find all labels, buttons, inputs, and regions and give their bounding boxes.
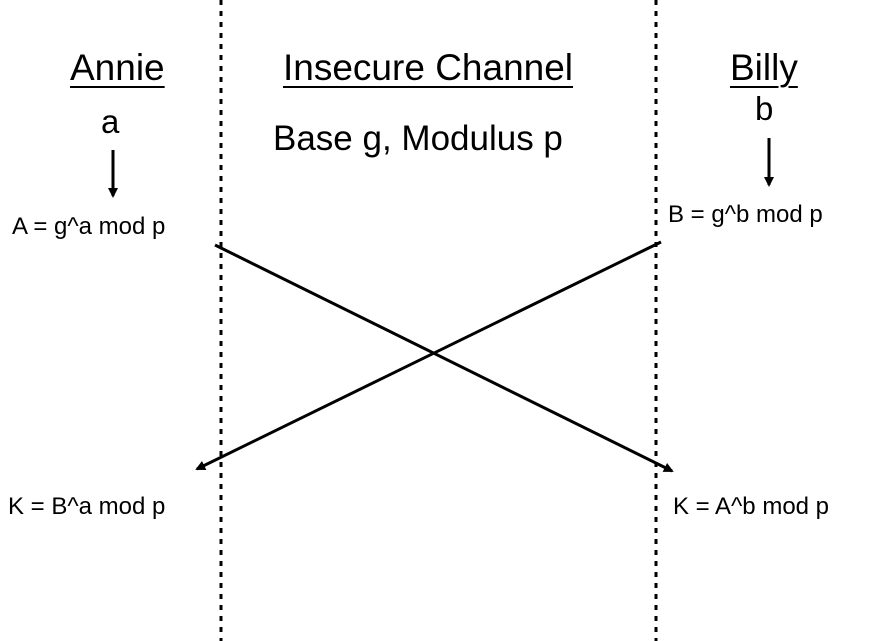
channel-parameters: Base g, Modulus p bbox=[273, 119, 563, 158]
billy-heading: Billy bbox=[730, 47, 798, 88]
annie-shared-key: K = B^a mod p bbox=[8, 493, 166, 520]
a-to-billy-arrow bbox=[214, 243, 674, 473]
billy-public-value: B = g^b mod p bbox=[668, 201, 823, 228]
b-to-annie-arrow bbox=[195, 240, 662, 471]
billy-secret: b bbox=[755, 90, 774, 127]
insecure-channel-heading: Insecure Channel bbox=[283, 47, 574, 88]
annie-heading: Annie bbox=[70, 47, 165, 88]
billy-shared-key: K = A^b mod p bbox=[673, 493, 830, 520]
annie-public-value: A = g^a mod p bbox=[12, 213, 166, 240]
annie-secret: a bbox=[101, 103, 120, 140]
